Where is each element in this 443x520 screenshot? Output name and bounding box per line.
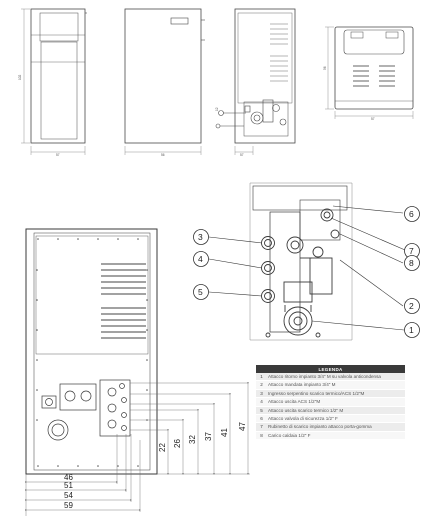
vdim-47: 47 — [238, 422, 247, 431]
legend-text: Attacco mandata impianto 3/4" M — [267, 380, 405, 390]
callout-2: 2 — [409, 301, 414, 311]
horizontal-dim-lines — [25, 434, 141, 516]
top-width-label: 57 — [371, 117, 375, 121]
legend-row: 6 Attacco valvola di sicurezza 1/2" F — [256, 414, 405, 424]
callout-8: 8 — [409, 258, 414, 268]
legend-num: 5 — [256, 406, 267, 416]
detail-view — [249, 182, 353, 341]
side-depth-label: 56 — [161, 153, 165, 157]
hdim-59: 59 — [64, 501, 73, 510]
top-view-width-dim — [334, 111, 414, 119]
vdim-41: 41 — [220, 428, 229, 437]
callout-1: 1 — [409, 325, 414, 335]
callout-3: 3 — [198, 232, 203, 242]
top-view-grille — [353, 65, 395, 87]
legend-row: 7 Rubinetto di scarico impianto attacco … — [256, 422, 405, 432]
large-back-grille — [101, 263, 146, 339]
callout-4: 4 — [198, 254, 203, 264]
legend-text: Attacco uscita ACS 1/2"M — [267, 397, 405, 407]
callout-7: 7 — [409, 246, 414, 256]
top-view-depth-dim — [325, 26, 334, 110]
front-width-label: 57 — [56, 153, 60, 157]
legend-text: Attacco valvola di sicurezza 1/2" F — [267, 414, 405, 424]
top-depth-label: 56 — [323, 66, 327, 70]
legend-row: 4 Attacco uscita ACS 1/2"M — [256, 397, 405, 407]
legend-num: 3 — [256, 389, 267, 399]
callout-6: 6 — [409, 209, 414, 219]
hdim-54: 54 — [64, 491, 73, 500]
legend-row: 2 Attacco mandata impianto 3/4" M — [256, 380, 405, 390]
legend-num: 7 — [256, 422, 267, 432]
vdim-32: 32 — [188, 435, 197, 444]
vdim-22: 22 — [158, 443, 167, 452]
legend-text: Ingresso serpentino scarico termico/ACS … — [267, 389, 405, 399]
height-dim-label: 102 — [18, 74, 22, 80]
back-view-hydraulics — [215, 99, 287, 129]
vdim-37: 37 — [204, 432, 213, 441]
legend-table: LEGENDA 1 Attacco ritorno impianto 3/4" … — [256, 365, 405, 441]
legend-text: Carico caldaia 1/2" F — [267, 431, 405, 441]
large-back-rivets — [36, 238, 148, 467]
back-width-label: 57 — [240, 153, 244, 157]
large-back-view — [25, 228, 158, 475]
legend-text: Attacco ritorno impianto 3/4" M su valvo… — [267, 373, 405, 382]
back-offset-label: 12 — [215, 107, 219, 111]
legend-row: 8 Carico caldaia 1/2" F — [256, 431, 405, 441]
callout-circles — [193, 206, 420, 338]
legend-row: 1 Attacco ritorno impianto 3/4" M su val… — [256, 373, 405, 382]
legend-text: Attacco uscita scarico termico 1/2" M — [267, 406, 405, 416]
legend-num: 2 — [256, 380, 267, 390]
back-view-grille — [270, 23, 288, 82]
large-back-hydraulics — [41, 379, 131, 441]
legend-row: 3 Ingresso serpentino scarico termico/AC… — [256, 389, 405, 399]
legend-num: 1 — [256, 373, 267, 382]
back-view — [234, 8, 296, 144]
vdim-26: 26 — [173, 439, 182, 448]
legend-num: 8 — [256, 431, 267, 441]
front-height-dim — [21, 8, 30, 144]
side-depth-dim — [124, 146, 202, 155]
side-view — [124, 8, 205, 144]
legend-num: 6 — [256, 414, 267, 424]
top-view — [334, 26, 414, 110]
hdim-46: 46 — [64, 473, 73, 482]
front-width-dim — [30, 146, 86, 155]
legend-text: Rubinetto di scarico impianto attacco po… — [267, 422, 405, 432]
callout-leaders — [208, 205, 406, 331]
vertical-dim-lines — [130, 382, 250, 475]
back-width-dim — [234, 146, 254, 155]
legend-title: LEGENDA — [256, 365, 405, 373]
legend-row: 5 Attacco uscita scarico termico 1/2" M — [256, 406, 405, 416]
hdim-51: 51 — [64, 481, 73, 490]
legend-num: 4 — [256, 397, 267, 407]
callout-5: 5 — [198, 287, 203, 297]
front-view — [30, 8, 87, 144]
